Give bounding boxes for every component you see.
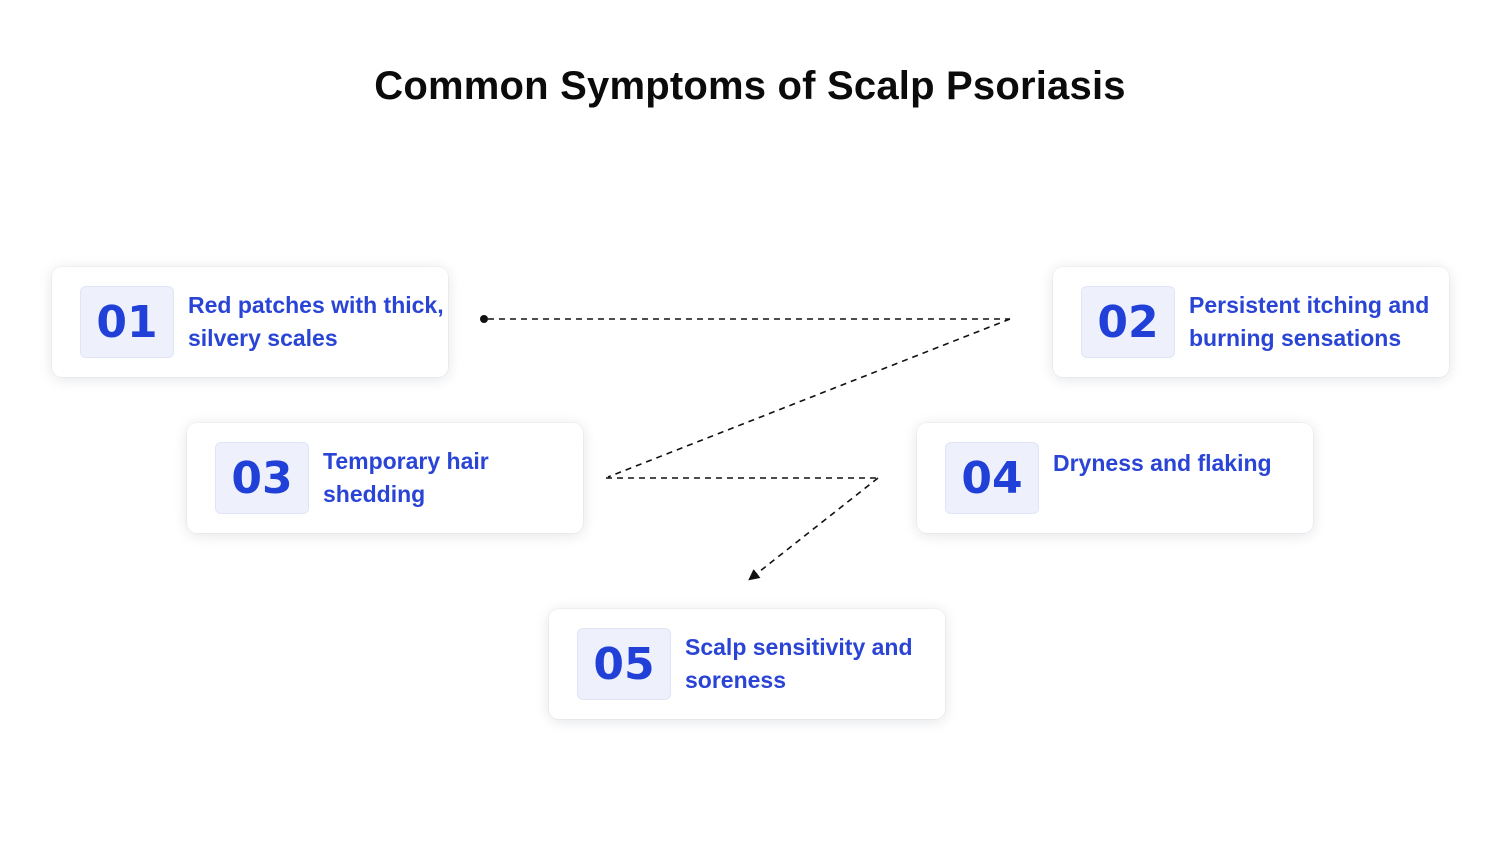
connector-02-to-03 (607, 318, 1011, 478)
step-number: 04 (961, 452, 1023, 504)
step-card-04: 04 Dryness and flaking (917, 423, 1313, 533)
step-card-01: 01 Red patches with thick, silvery scale… (52, 267, 448, 377)
step-card-03: 03 Temporary hair shedding (187, 423, 583, 533)
step-number: 03 (231, 452, 293, 504)
connector-start-dot (480, 315, 488, 323)
step-label: Temporary hair shedding (323, 448, 489, 507)
page-title: Common Symptoms of Scalp Psoriasis (374, 64, 1126, 108)
step-number-box: 04 (945, 442, 1039, 514)
step-number-box: 02 (1081, 286, 1175, 358)
connector-04-to-05 (748, 477, 879, 581)
step-label: Dryness and flaking (1053, 450, 1272, 476)
step-number: 02 (1097, 296, 1159, 348)
step-label: Red patches with thick, silvery scales (188, 292, 444, 351)
step-card-05: 05 Scalp sensitivity and soreness (549, 609, 945, 719)
step-label: Scalp sensitivity and soreness (685, 634, 913, 693)
step-number-box: 03 (215, 442, 309, 514)
step-label: Persistent itching and burning sensation… (1189, 292, 1430, 351)
step-number: 05 (593, 638, 655, 690)
step-number-box: 05 (577, 628, 671, 700)
step-number-box: 01 (80, 286, 174, 358)
step-card-02: 02 Persistent itching and burning sensat… (1053, 267, 1449, 377)
step-number: 01 (96, 296, 158, 348)
